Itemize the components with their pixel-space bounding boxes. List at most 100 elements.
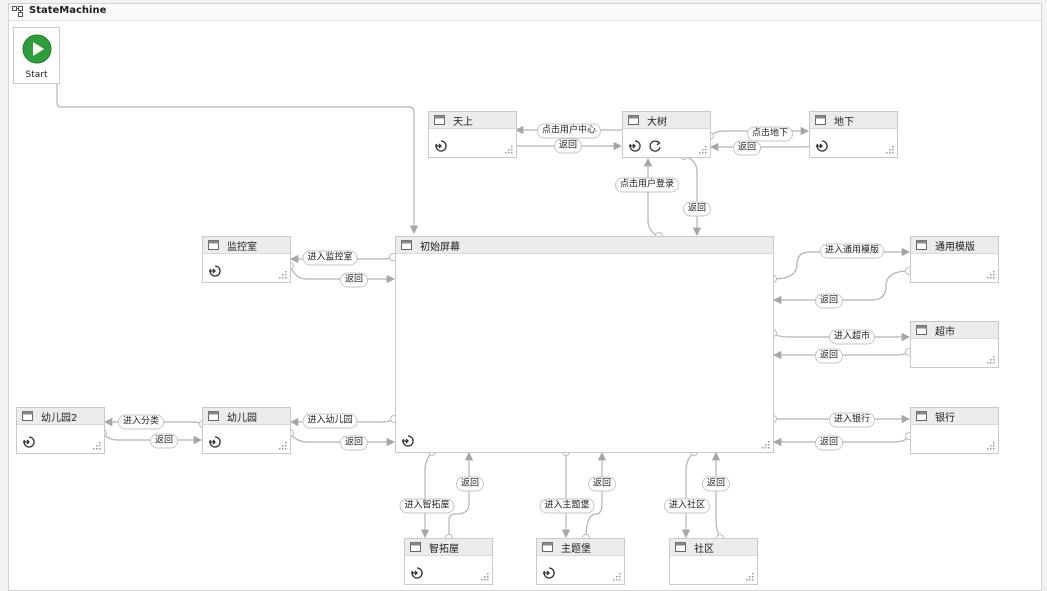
entry-action-icon[interactable] <box>208 264 222 278</box>
transition-label[interactable]: 返回 <box>732 140 762 156</box>
transition-label[interactable]: 返回 <box>149 433 179 449</box>
state-tianshang[interactable]: 天上 <box>428 111 517 158</box>
state-machine-icon <box>12 6 23 17</box>
transition-label[interactable]: 点击用户登录 <box>614 177 680 193</box>
transition-dixia-dashu[interactable] <box>709 141 815 152</box>
transition-zhituowu-chushi[interactable] <box>448 451 474 538</box>
state-tongyong[interactable]: 通用模版 <box>910 236 999 283</box>
transition-label[interactable]: 进入银行 <box>828 412 876 428</box>
transition-label[interactable]: 进入主题堡 <box>539 498 595 514</box>
transition-label[interactable]: 返回 <box>553 138 583 154</box>
state-icon <box>401 240 412 250</box>
resize-grip-icon[interactable] <box>746 573 754 581</box>
state-dixia[interactable]: 地下 <box>809 111 898 158</box>
transition-shequ-chushi[interactable] <box>711 451 721 539</box>
state-name: 幼儿园2 <box>41 413 78 424</box>
state-name: 主题堡 <box>561 544 591 555</box>
window-title: StateMachine <box>29 5 107 16</box>
state-name: 地下 <box>834 117 854 128</box>
resize-grip-icon[interactable] <box>93 442 101 450</box>
transition-label[interactable]: 进入智拓屋 <box>399 498 455 514</box>
transition-chushi-zhituowu[interactable] <box>420 451 433 539</box>
transition-label[interactable]: 进入幼儿园 <box>302 413 358 429</box>
entry-action-icon[interactable] <box>628 139 642 153</box>
resize-grip-icon[interactable] <box>613 573 621 581</box>
transition-label[interactable]: 返回 <box>455 476 485 492</box>
transition-label[interactable]: 返回 <box>814 435 844 451</box>
state-youeryuan2[interactable]: 幼儿园2 <box>16 407 105 454</box>
transition-tongyong-chushi[interactable] <box>772 270 910 305</box>
state-icon <box>208 411 219 421</box>
state-icon <box>815 115 826 125</box>
resize-grip-icon[interactable] <box>279 271 287 279</box>
transition-label[interactable]: 返回 <box>814 348 844 364</box>
transition-zhutibao-chushi[interactable] <box>585 451 607 539</box>
state-chaoshi[interactable]: 超市 <box>910 321 999 368</box>
state-name: 天上 <box>453 117 473 128</box>
state-shequ[interactable]: 社区 <box>669 538 758 585</box>
state-icon <box>208 240 219 250</box>
resize-grip-icon[interactable] <box>987 271 995 279</box>
transition-chushi-dashu[interactable] <box>643 157 660 237</box>
entry-action-icon[interactable] <box>434 139 448 153</box>
transition-chushi-shequ[interactable] <box>681 451 695 539</box>
transition-label[interactable]: 返回 <box>339 272 369 288</box>
state-name: 监控室 <box>227 242 257 253</box>
state-chushi[interactable]: 初始屏幕 <box>395 236 774 453</box>
state-name: 银行 <box>935 413 955 424</box>
transition-dashu-chushi[interactable] <box>683 155 702 237</box>
exit-action-icon[interactable] <box>648 139 662 153</box>
resize-grip-icon[interactable] <box>279 442 287 450</box>
state-zhutibao[interactable]: 主题堡 <box>536 538 625 585</box>
transition-label[interactable]: 进入超市 <box>828 329 876 345</box>
transition-label[interactable]: 返回 <box>339 435 369 451</box>
transition-label[interactable]: 进入社区 <box>663 498 711 514</box>
play-icon <box>22 34 52 64</box>
transition-label[interactable]: 返回 <box>587 476 617 492</box>
state-icon <box>434 115 445 125</box>
start-node[interactable]: Start <box>13 27 60 84</box>
state-icon <box>410 542 421 552</box>
resize-grip-icon[interactable] <box>886 146 894 154</box>
state-name: 智拓屋 <box>429 544 459 555</box>
entry-action-icon[interactable] <box>410 566 424 580</box>
state-youeryuan[interactable]: 幼儿园 <box>202 407 291 454</box>
state-name: 大树 <box>647 117 667 128</box>
state-icon <box>22 411 33 421</box>
resize-grip-icon[interactable] <box>987 356 995 364</box>
transition-start[interactable] <box>56 84 419 235</box>
state-name: 幼儿园 <box>227 413 257 424</box>
resize-grip-icon[interactable] <box>987 442 995 450</box>
designer-title-bar: StateMachine <box>9 4 1041 21</box>
transition-label[interactable]: 返回 <box>701 476 731 492</box>
state-icon <box>916 240 927 250</box>
resize-grip-icon[interactable] <box>699 146 707 154</box>
transition-label[interactable]: 返回 <box>682 201 712 217</box>
start-label: Start <box>25 70 48 80</box>
state-zhituowu[interactable]: 智拓屋 <box>404 538 493 585</box>
entry-action-icon[interactable] <box>542 566 556 580</box>
entry-action-icon[interactable] <box>401 434 415 448</box>
state-icon <box>542 542 553 552</box>
state-name: 通用模版 <box>935 242 975 253</box>
state-icon <box>916 411 927 421</box>
state-name: 超市 <box>935 327 955 338</box>
entry-action-icon[interactable] <box>208 435 222 449</box>
transition-label[interactable]: 进入分类 <box>117 414 165 430</box>
transition-label[interactable]: 返回 <box>814 293 844 309</box>
transition-label[interactable]: 点击用户中心 <box>536 123 602 139</box>
entry-action-icon[interactable] <box>815 139 829 153</box>
entry-action-icon[interactable] <box>22 435 36 449</box>
transition-label[interactable]: 点击地下 <box>746 126 794 142</box>
resize-grip-icon[interactable] <box>762 441 770 449</box>
state-yinhang[interactable]: 银行 <box>910 407 999 454</box>
state-jiankongshi[interactable]: 监控室 <box>202 236 291 283</box>
transition-label[interactable]: 进入通用模版 <box>819 243 885 259</box>
transition-chushi-tongyong[interactable] <box>772 247 911 280</box>
designer-canvas[interactable]: StateMachine <box>8 3 1042 591</box>
resize-grip-icon[interactable] <box>481 573 489 581</box>
state-dashu[interactable]: 大树 <box>622 111 711 158</box>
state-icon <box>675 542 686 552</box>
transition-label[interactable]: 进入监控室 <box>302 250 358 266</box>
resize-grip-icon[interactable] <box>505 146 513 154</box>
